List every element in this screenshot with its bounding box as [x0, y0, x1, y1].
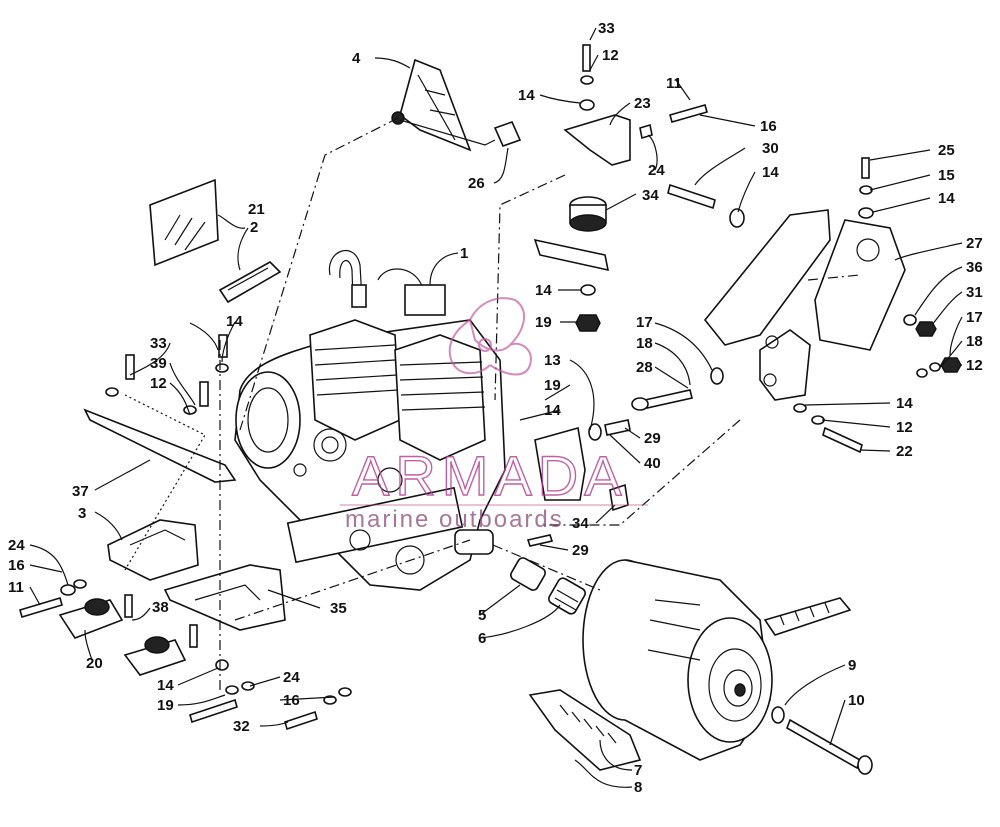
drive-clutch	[582, 559, 773, 761]
callout-36: 36	[966, 259, 983, 276]
callout-14-c: 14	[535, 282, 552, 299]
clutch-hardware	[771, 706, 873, 775]
callout-29-a: 29	[644, 430, 661, 447]
engine-assembly	[234, 249, 506, 591]
rubber-mounts	[58, 598, 187, 676]
callout-28: 28	[636, 359, 653, 376]
callout-16-ll: 16	[283, 692, 300, 709]
callout-8: 8	[634, 779, 642, 796]
callout-labels: 1 21 2 4 26 33 12 14 23 11 16 24 30 14 3…	[8, 20, 983, 796]
callout-21: 21	[248, 201, 265, 218]
callout-19-c: 19	[535, 314, 552, 331]
callout-14-l: 14	[226, 313, 243, 330]
sleeves	[510, 557, 586, 615]
callout-14-top: 14	[518, 87, 535, 104]
callout-30: 30	[762, 140, 779, 157]
watermark-tagline: marine outboards	[345, 506, 564, 533]
callout-33-top: 33	[598, 20, 615, 37]
guide-lines	[124, 117, 861, 690]
callout-39: 39	[150, 355, 167, 372]
callout-16-top: 16	[760, 118, 777, 135]
callout-7: 7	[634, 762, 642, 779]
callout-38: 38	[152, 599, 169, 616]
callout-29-b: 29	[572, 542, 589, 559]
callout-18-r: 18	[966, 333, 983, 350]
callout-12-r: 12	[966, 357, 983, 374]
callout-34-top: 34	[642, 187, 659, 204]
callout-25: 25	[938, 142, 955, 159]
callout-16-l: 16	[8, 557, 25, 574]
callout-3: 3	[78, 505, 86, 522]
callout-14-r: 14	[938, 190, 955, 207]
callout-20: 20	[86, 655, 103, 672]
callout-6: 6	[478, 630, 486, 647]
right-brackets	[703, 209, 906, 401]
callout-19-m: 19	[544, 377, 561, 394]
callout-4: 4	[352, 50, 361, 67]
callout-19-ll: 19	[157, 697, 174, 714]
mount-plate	[391, 58, 522, 152]
propeller-logo-icon	[448, 297, 532, 376]
drive-belt	[528, 597, 852, 771]
callout-12-rl: 12	[896, 419, 913, 436]
callout-22: 22	[896, 443, 913, 460]
callout-1: 1	[460, 245, 468, 262]
callout-9: 9	[848, 657, 856, 674]
callout-15: 15	[938, 167, 955, 184]
callout-18-m: 18	[636, 335, 653, 352]
callout-35: 35	[330, 600, 347, 617]
callout-13: 13	[544, 352, 561, 369]
callout-12-top: 12	[602, 47, 619, 64]
callout-31: 31	[966, 284, 983, 301]
callout-27: 27	[966, 235, 983, 252]
callout-14-rl: 14	[896, 395, 913, 412]
watermark: ARMADA marine outboards	[340, 297, 648, 533]
callout-2: 2	[250, 219, 258, 236]
callout-26: 26	[468, 175, 485, 192]
callout-37: 37	[72, 483, 89, 500]
callout-5: 5	[478, 607, 486, 624]
watermark-brand: ARMADA	[352, 444, 628, 507]
callout-14-mid: 14	[762, 164, 779, 181]
callout-24-ll: 24	[283, 669, 300, 686]
callout-12-l: 12	[150, 375, 167, 392]
decal-sheet	[149, 178, 219, 267]
callout-17-m: 17	[636, 314, 653, 331]
callout-11-l: 11	[8, 579, 24, 596]
callout-leaders	[29, 27, 963, 788]
callout-34-low: 34	[572, 515, 589, 532]
callout-10: 10	[848, 692, 865, 709]
callout-33-l: 33	[150, 335, 167, 352]
hardware	[19, 44, 962, 731]
callout-23: 23	[634, 95, 651, 112]
callout-32: 32	[233, 718, 250, 735]
callout-14-m2: 14	[544, 402, 561, 419]
callout-40: 40	[644, 455, 661, 472]
callout-24-l: 24	[8, 537, 25, 554]
callout-24-top: 24	[648, 162, 665, 179]
callout-17-r: 17	[966, 309, 983, 326]
id-plate	[218, 261, 282, 304]
callout-11-top: 11	[666, 75, 682, 92]
callout-14-ll: 14	[157, 677, 174, 694]
